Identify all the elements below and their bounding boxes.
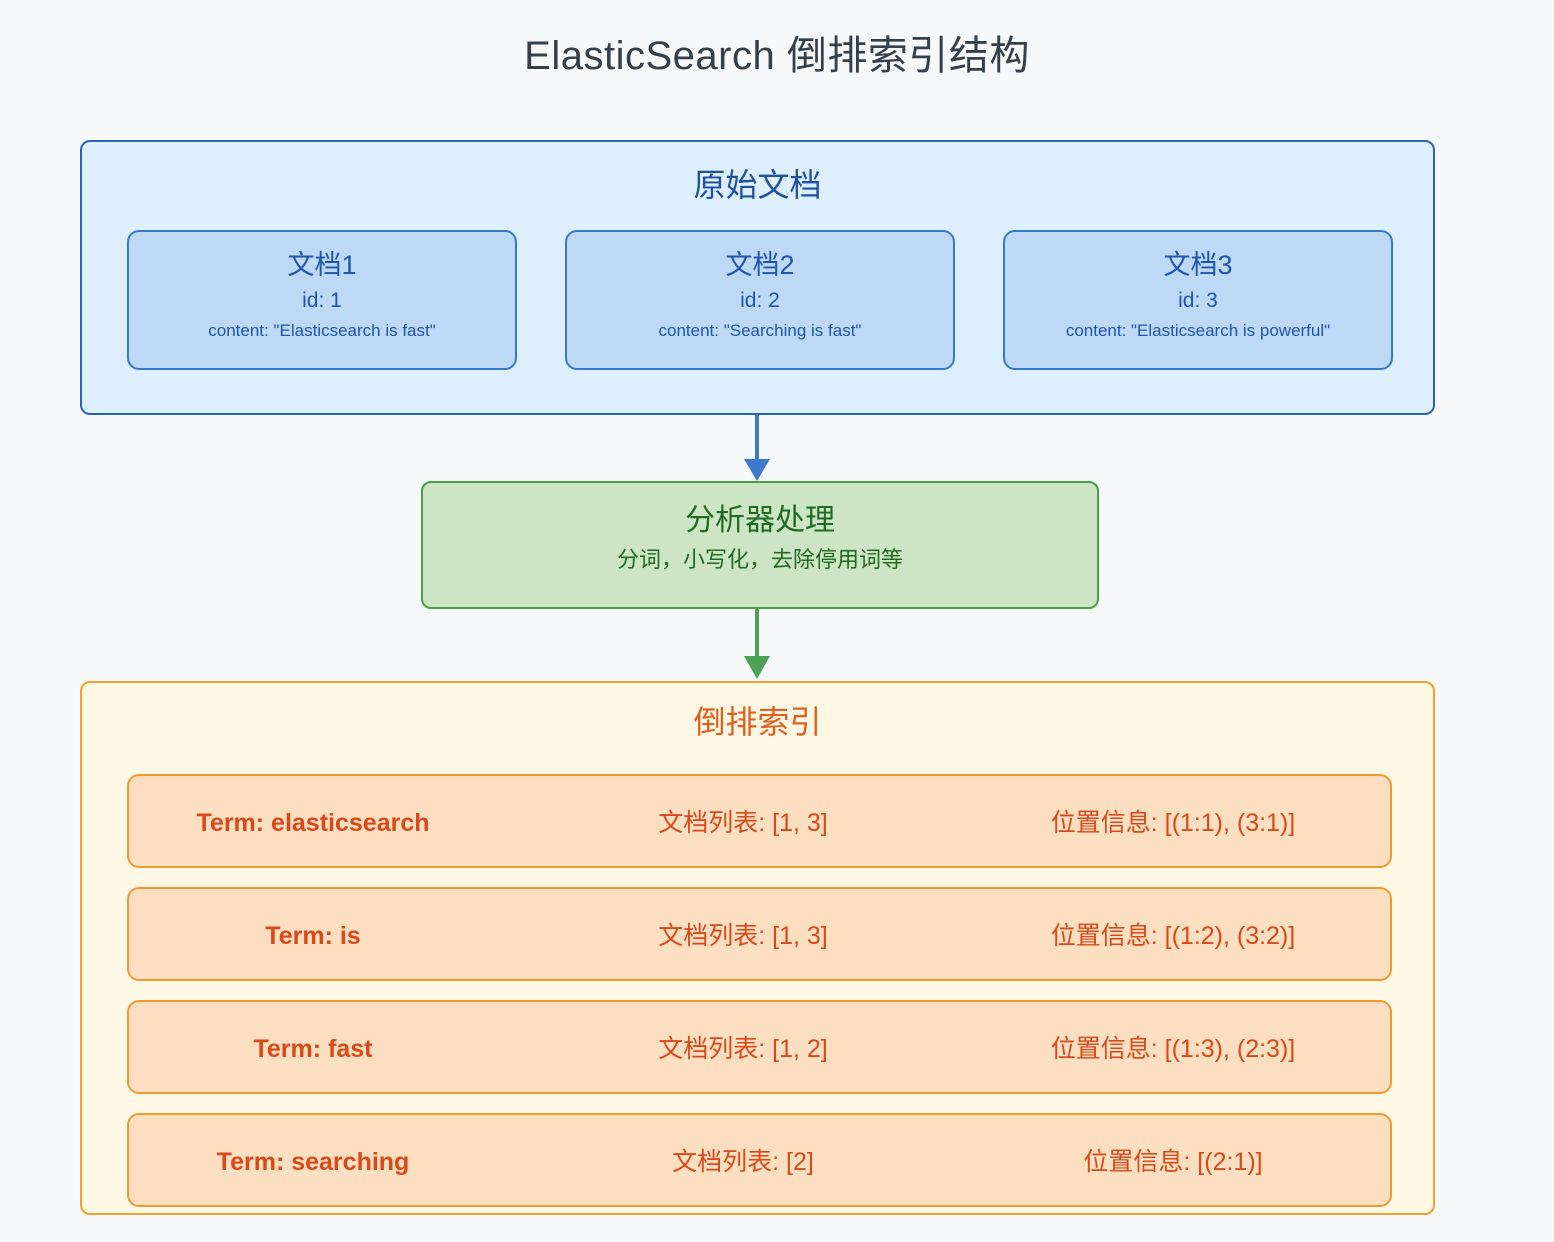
analyzer-subtitle: 分词，小写化，去除停用词等 bbox=[616, 547, 903, 572]
term-doc-list: 文档列表: [1, 3] bbox=[658, 922, 828, 950]
term-positions: 位置信息: [(1:2), (3:2)] bbox=[1050, 922, 1296, 950]
arrow-analyzer-to-index-icon bbox=[744, 609, 770, 681]
term-row[interactable]: Term: fast 文档列表: [1, 2] 位置信息: [(1:3), (2… bbox=[127, 1000, 1392, 1094]
document-card-1-content: content: "Elasticsearch is fast" bbox=[208, 321, 436, 340]
document-card-1[interactable]: 文档1 id: 1 content: "Elasticsearch is fas… bbox=[127, 230, 517, 370]
original-documents-panel: 原始文档 文档1 id: 1 content: "Elasticsearch i… bbox=[80, 140, 1435, 415]
term-doc-list: 文档列表: [1, 3] bbox=[658, 809, 828, 837]
document-card-3[interactable]: 文档3 id: 3 content: "Elasticsearch is pow… bbox=[1003, 230, 1393, 370]
document-card-1-id: id: 1 bbox=[302, 289, 342, 312]
term-positions: 位置信息: [(1:3), (2:3)] bbox=[1050, 1035, 1296, 1063]
term-doc-list: 文档列表: [2] bbox=[672, 1148, 814, 1176]
term-label: Term: is bbox=[265, 922, 361, 950]
document-card-3-title: 文档3 bbox=[1163, 250, 1233, 280]
document-card-2-id: id: 2 bbox=[740, 289, 780, 312]
document-card-2-title: 文档2 bbox=[725, 250, 795, 280]
analyzer-box[interactable]: 分析器处理 分词，小写化，去除停用词等 bbox=[421, 481, 1099, 609]
term-doc-list: 文档列表: [1, 2] bbox=[658, 1035, 828, 1063]
arrow-documents-to-analyzer-icon bbox=[744, 415, 770, 481]
analyzer-title: 分析器处理 bbox=[685, 504, 835, 537]
term-label: Term: searching bbox=[216, 1148, 410, 1176]
arrow-shaft bbox=[755, 609, 759, 659]
arrow-head bbox=[744, 459, 770, 481]
term-positions: 位置信息: [(1:1), (3:1)] bbox=[1050, 809, 1296, 837]
document-card-1-title: 文档1 bbox=[287, 250, 357, 280]
term-row[interactable]: Term: is 文档列表: [1, 3] 位置信息: [(1:2), (3:2… bbox=[127, 887, 1392, 981]
term-positions: 位置信息: [(2:1)] bbox=[1083, 1148, 1263, 1176]
arrow-shaft bbox=[755, 415, 759, 462]
original-documents-heading: 原始文档 bbox=[693, 167, 822, 203]
arrow-head bbox=[744, 656, 770, 679]
term-row[interactable]: Term: searching 文档列表: [2] 位置信息: [(2:1)] bbox=[127, 1113, 1392, 1207]
document-card-2[interactable]: 文档2 id: 2 content: "Searching is fast" bbox=[565, 230, 955, 370]
inverted-index-heading: 倒排索引 bbox=[693, 704, 822, 740]
term-label: Term: fast bbox=[253, 1035, 373, 1063]
document-card-2-content: content: "Searching is fast" bbox=[658, 321, 862, 340]
page-title: ElasticSearch 倒排索引结构 bbox=[524, 34, 1030, 78]
term-row[interactable]: Term: elasticsearch 文档列表: [1, 3] 位置信息: [… bbox=[127, 774, 1392, 868]
inverted-index-panel: 倒排索引 Term: elasticsearch 文档列表: [1, 3] 位置… bbox=[80, 681, 1435, 1215]
term-label: Term: elasticsearch bbox=[196, 809, 430, 837]
document-card-3-content: content: "Elasticsearch is powerful" bbox=[1065, 321, 1331, 340]
document-card-3-id: id: 3 bbox=[1178, 289, 1218, 312]
